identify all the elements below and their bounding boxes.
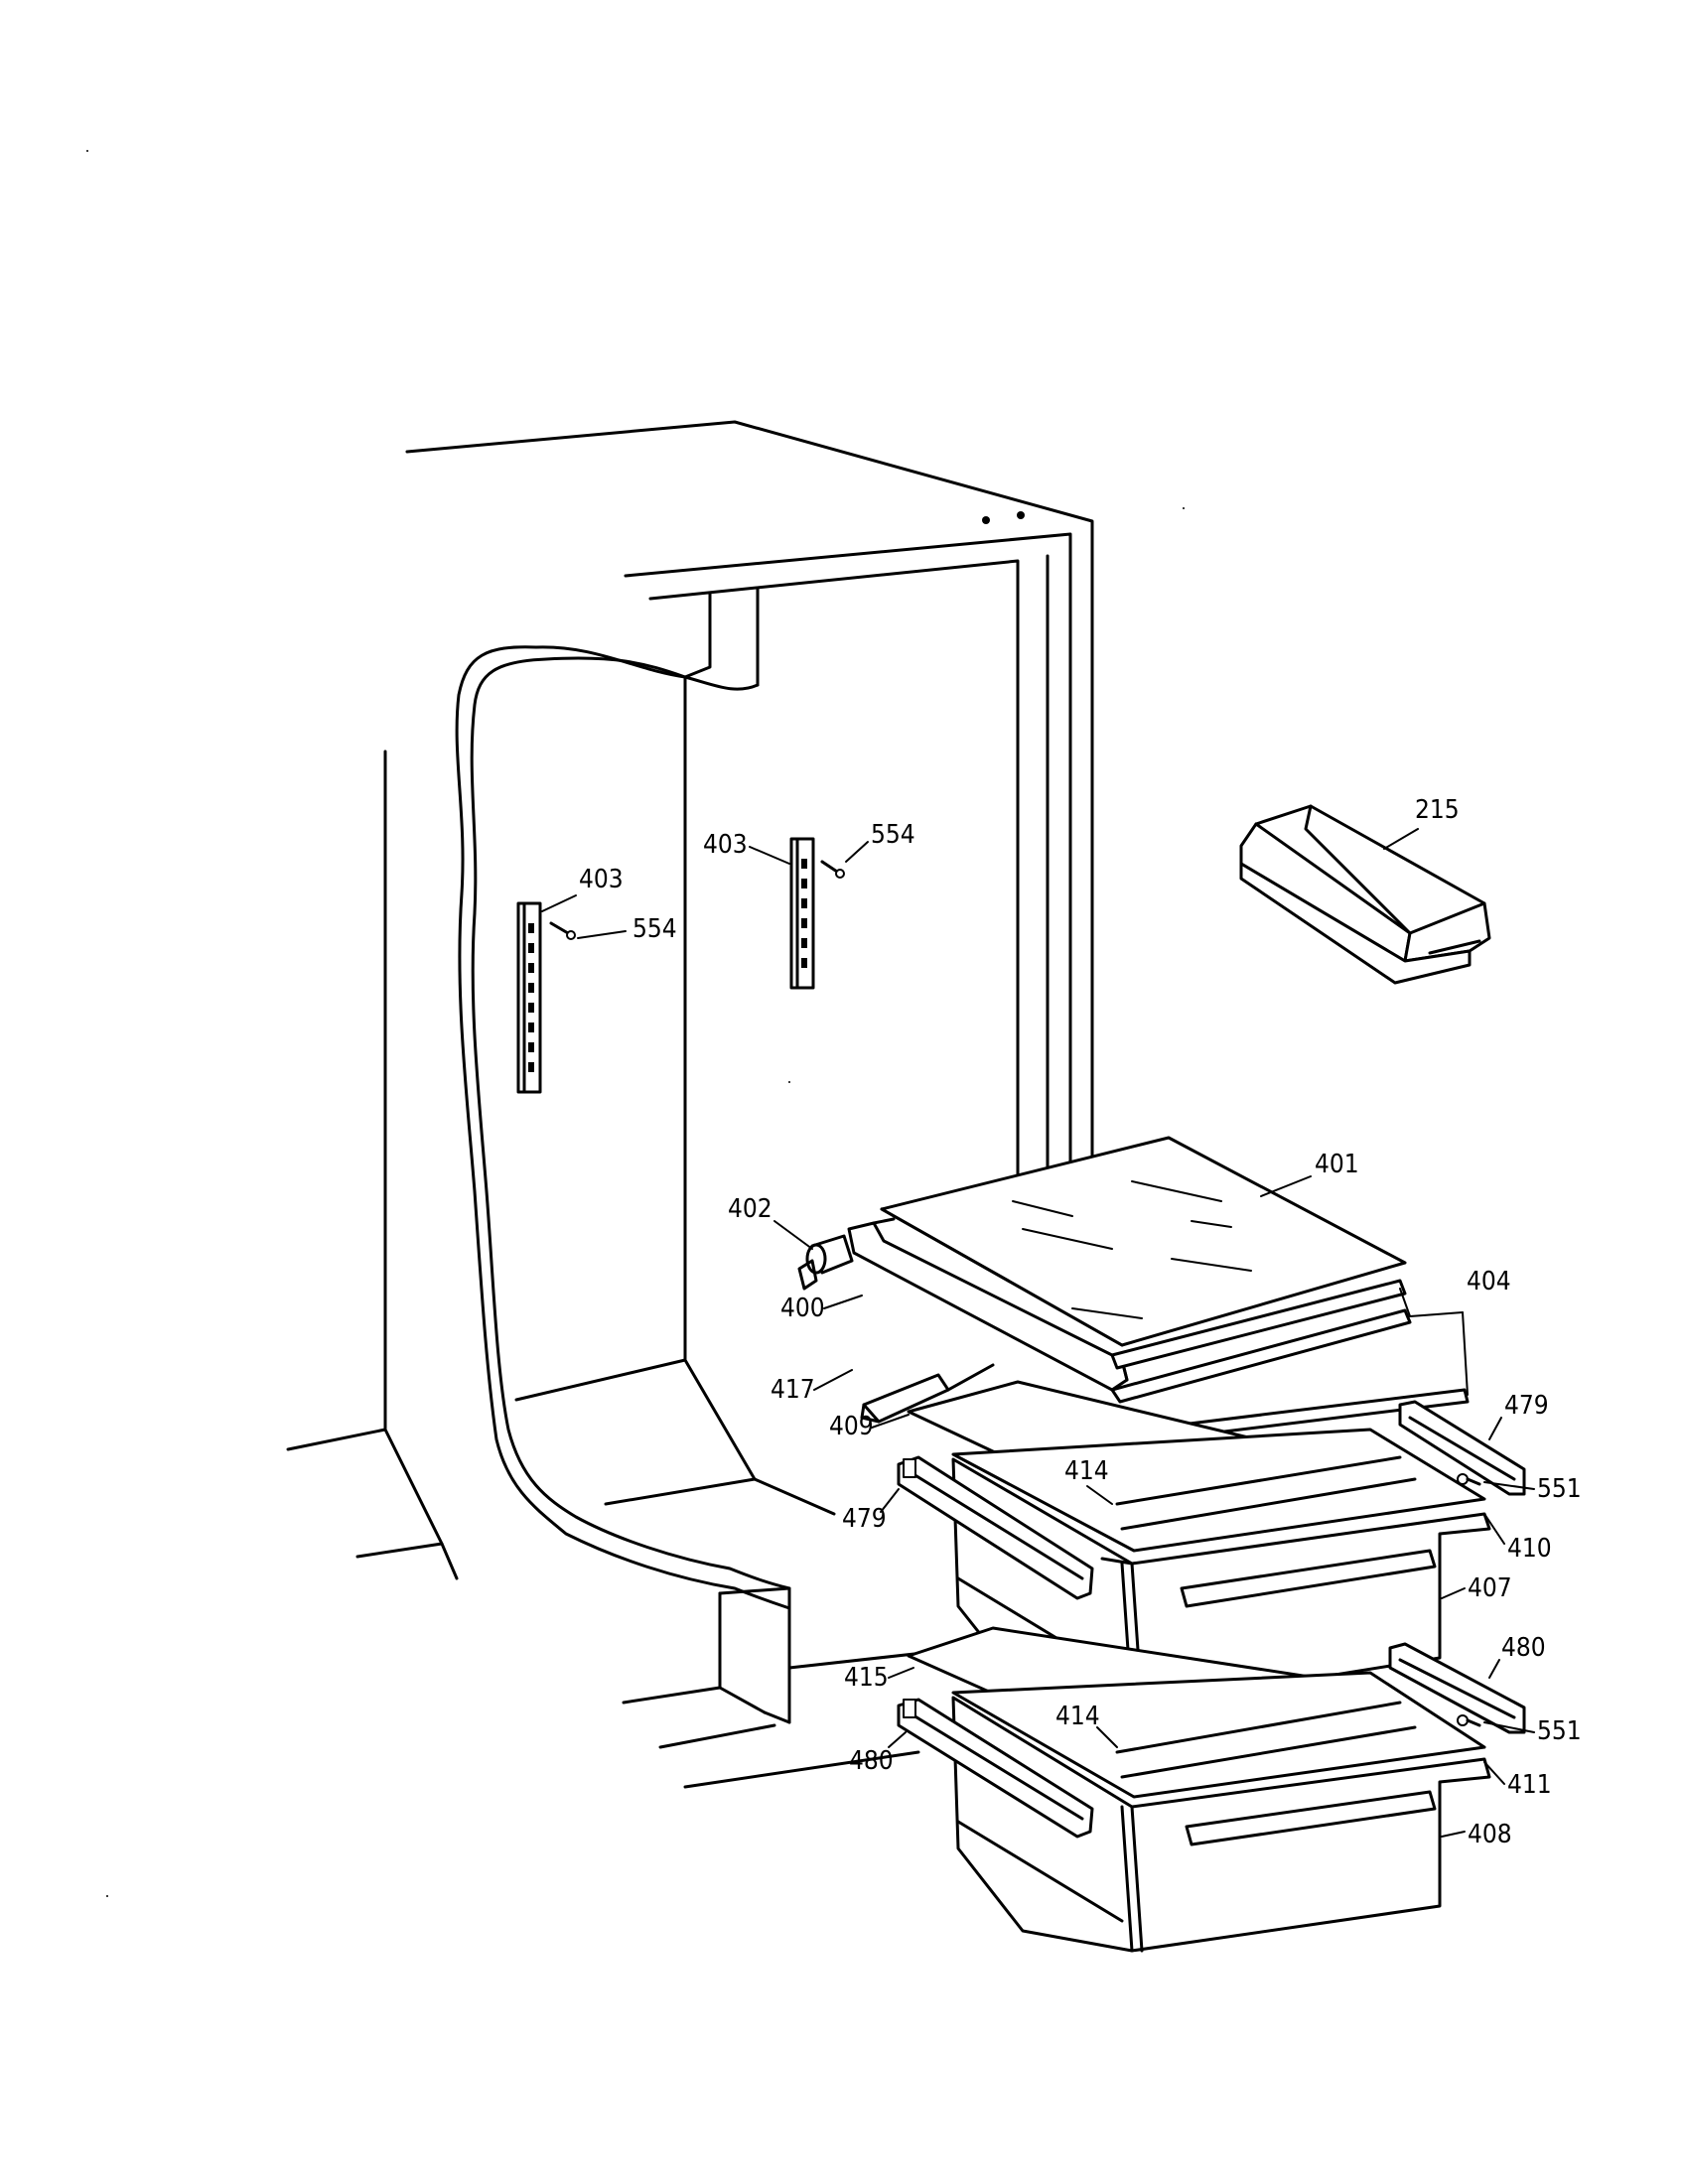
callout-215: 215 xyxy=(1415,795,1460,825)
callout-410: 410 xyxy=(1507,1534,1552,1564)
rail-lower-right xyxy=(1388,1642,1526,1734)
door-bin xyxy=(1239,804,1491,985)
shelf-bracket xyxy=(860,1363,995,1424)
callout-403-left: 403 xyxy=(579,865,624,894)
pan-cover-frame-lower xyxy=(951,1671,1486,1799)
callout-403-right: 403 xyxy=(703,830,748,860)
callout-409: 409 xyxy=(829,1412,874,1441)
pan-cover-frame-upper xyxy=(951,1428,1486,1553)
callout-415: 415 xyxy=(844,1663,889,1693)
screw-left xyxy=(549,921,576,940)
callout-417: 417 xyxy=(771,1375,815,1405)
callout-551-upper: 551 xyxy=(1537,1474,1582,1504)
callout-551-lower: 551 xyxy=(1537,1716,1582,1746)
callout-408: 408 xyxy=(1468,1820,1512,1849)
shelf-frame xyxy=(847,1207,1129,1392)
screw-right xyxy=(820,860,845,879)
callout-404: 404 xyxy=(1467,1267,1511,1297)
shelf-trim-upper xyxy=(1110,1308,1412,1404)
cabinet-outline xyxy=(286,420,1094,1789)
shelf-standard-right xyxy=(789,837,815,990)
screw-551-lower xyxy=(1457,1714,1481,1727)
callout-480-left: 480 xyxy=(849,1746,894,1776)
screw-551-upper xyxy=(1457,1473,1481,1486)
leader-lines xyxy=(541,828,1535,1838)
callout-479-left: 479 xyxy=(842,1504,887,1534)
callout-414-upper: 414 xyxy=(1064,1456,1109,1486)
callout-407: 407 xyxy=(1468,1573,1512,1603)
rail-lower-left xyxy=(897,1698,1094,1839)
crisper-pan-lower xyxy=(951,1696,1491,1953)
rail-upper-left xyxy=(897,1455,1094,1600)
rail-upper-right xyxy=(1398,1400,1526,1496)
callout-480-right: 480 xyxy=(1501,1633,1546,1663)
callout-479-right: 479 xyxy=(1504,1391,1549,1421)
shelf-standard-left xyxy=(516,901,542,1094)
callout-554-right: 554 xyxy=(871,820,915,850)
shelf-cam xyxy=(797,1234,854,1291)
callout-402: 402 xyxy=(728,1194,772,1224)
callout-401: 401 xyxy=(1315,1150,1359,1179)
shelf-trim-middle xyxy=(1110,1279,1407,1370)
callout-400: 400 xyxy=(780,1294,825,1323)
callout-414-lower: 414 xyxy=(1055,1702,1100,1731)
callout-411: 411 xyxy=(1507,1770,1552,1800)
callout-554-left: 554 xyxy=(632,914,677,944)
